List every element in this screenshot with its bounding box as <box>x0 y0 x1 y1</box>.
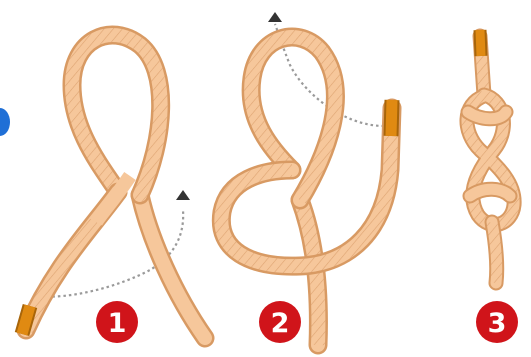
rope-end-tip <box>391 100 392 136</box>
step-3-diagram: 3 <box>467 30 518 343</box>
rope-end-tip <box>480 30 481 56</box>
rope-segment <box>140 195 205 338</box>
rope-segment <box>492 222 497 283</box>
step-number-2: 2 <box>271 308 290 339</box>
step-badge-1: 1 <box>96 301 138 343</box>
blue-edge-marker-icon <box>0 108 10 136</box>
rope-loop <box>72 35 161 195</box>
rope-end-tip <box>22 306 30 334</box>
arrow-icon <box>176 190 190 200</box>
step-badge-2: 2 <box>259 301 301 343</box>
step-2-diagram: 2 <box>221 12 392 345</box>
arrow-icon <box>268 12 282 22</box>
step-number-1: 1 <box>108 308 127 339</box>
step-1-diagram: 1 <box>22 35 205 343</box>
step-badge-3: 3 <box>476 301 518 343</box>
step-number-3: 3 <box>488 308 507 339</box>
knot-body <box>467 95 514 225</box>
